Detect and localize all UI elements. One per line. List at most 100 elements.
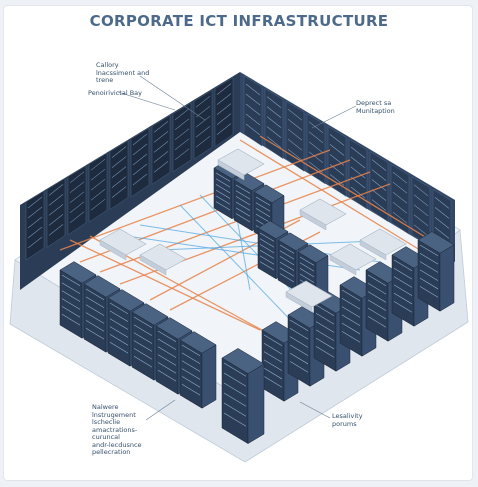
rack-led-row [308, 121, 324, 134]
rack-led-row [245, 93, 261, 106]
rack-led-row [195, 125, 211, 138]
rack-led-row [27, 236, 43, 249]
rack-led-row [371, 179, 387, 191]
wall-rack [348, 138, 368, 210]
rack-led-row [266, 106, 282, 118]
server-rack [179, 331, 217, 409]
rack-led-row [27, 226, 43, 239]
rack-led-row [308, 131, 324, 144]
switch-front [99, 239, 127, 261]
wall-rack [390, 163, 410, 235]
rack-led-row [434, 207, 450, 219]
network-switches [99, 148, 407, 313]
rack-led-row [132, 173, 148, 186]
rack-led-row [153, 121, 169, 133]
rack-led-row [371, 159, 387, 171]
rack-led-row [48, 224, 64, 236]
rack-led-row [350, 156, 366, 169]
rack-led-row [111, 156, 127, 168]
rack-led-row [90, 178, 106, 191]
server-rack [261, 321, 299, 402]
orange-cable [59, 149, 331, 251]
wall-rack [285, 100, 305, 172]
rack-led-row [48, 204, 64, 216]
wall-rack [109, 140, 129, 211]
rack-led-row [350, 186, 366, 199]
rack-led-row [111, 146, 127, 158]
rack-led-row [371, 199, 387, 211]
rack-led-row [434, 197, 450, 209]
switch-front [285, 291, 313, 313]
rack-led-row [195, 95, 211, 108]
rack-led-row [392, 191, 408, 204]
rack-led-row [27, 216, 43, 229]
rack-led-row [413, 204, 429, 217]
callout-lines [117, 75, 357, 421]
rack-led-row [371, 189, 387, 201]
rack-led-row [216, 83, 232, 95]
rack-led-row [90, 158, 106, 171]
rack-led-row [245, 113, 261, 126]
server-rack [221, 348, 265, 445]
rack-led-row [69, 171, 85, 184]
rack-led-row [245, 123, 261, 136]
rack-led-row [153, 141, 169, 153]
wall-rack [67, 165, 87, 236]
wall-rack [214, 77, 234, 148]
rack-led-row [216, 93, 232, 105]
rack-led-row [350, 146, 366, 159]
rack-led-row [245, 103, 261, 116]
rack-led-row [308, 141, 324, 154]
blue-cable [179, 204, 301, 331]
rack-led-row [392, 201, 408, 214]
rack-led-row [413, 184, 429, 197]
rack-led-row [413, 224, 429, 237]
rack-led-row [266, 116, 282, 128]
rack-led-row [350, 166, 366, 179]
rack-led-row [245, 83, 261, 96]
rack-led-row [132, 163, 148, 176]
rack-led-row [132, 153, 148, 166]
callout-bottom-left: Nalwere lnstrugement lscheclie amactrati… [92, 403, 142, 456]
rack-led-row [69, 211, 85, 224]
orange-cable [239, 139, 421, 251]
callout-top-left: Callory lnacssiment and trene [96, 61, 150, 84]
rack-led-row [153, 151, 169, 163]
wall-rack [306, 113, 326, 185]
switch-front [359, 239, 387, 261]
rack-led-row [90, 188, 106, 201]
rack-led-row [69, 201, 85, 214]
rack-led-row [266, 96, 282, 108]
wall-rack [193, 89, 213, 160]
rack-led-row [174, 118, 190, 131]
rack-led-row [392, 171, 408, 184]
rack-led-row [287, 118, 303, 131]
callout-bay: Penoirivictal Bay [88, 89, 142, 97]
rack-led-row [90, 198, 106, 211]
wall-rack [327, 125, 347, 197]
rack-led-row [174, 128, 190, 141]
rack-led-row [413, 194, 429, 207]
rack-led-row [174, 108, 190, 121]
rack-led-row [308, 151, 324, 164]
rack-led-row [392, 181, 408, 194]
rack-led-row [174, 138, 190, 151]
switch-front [299, 209, 327, 231]
rack-led-row [174, 148, 190, 161]
rack-led-row [266, 136, 282, 148]
rack-led-row [434, 227, 450, 239]
rack-led-row [195, 115, 211, 128]
rack-led-row [111, 176, 127, 188]
rack-led-row [132, 143, 148, 156]
rack-led-row [287, 148, 303, 161]
rack-led-row [329, 144, 345, 156]
rack-led-row [216, 113, 232, 125]
switch-front [139, 254, 167, 276]
wall-rack-units [25, 75, 452, 261]
wall-rack [369, 151, 389, 223]
wall-rack [243, 75, 263, 147]
rack-led-row [111, 166, 127, 178]
rack-led-row [216, 103, 232, 115]
server-racks [59, 160, 455, 445]
